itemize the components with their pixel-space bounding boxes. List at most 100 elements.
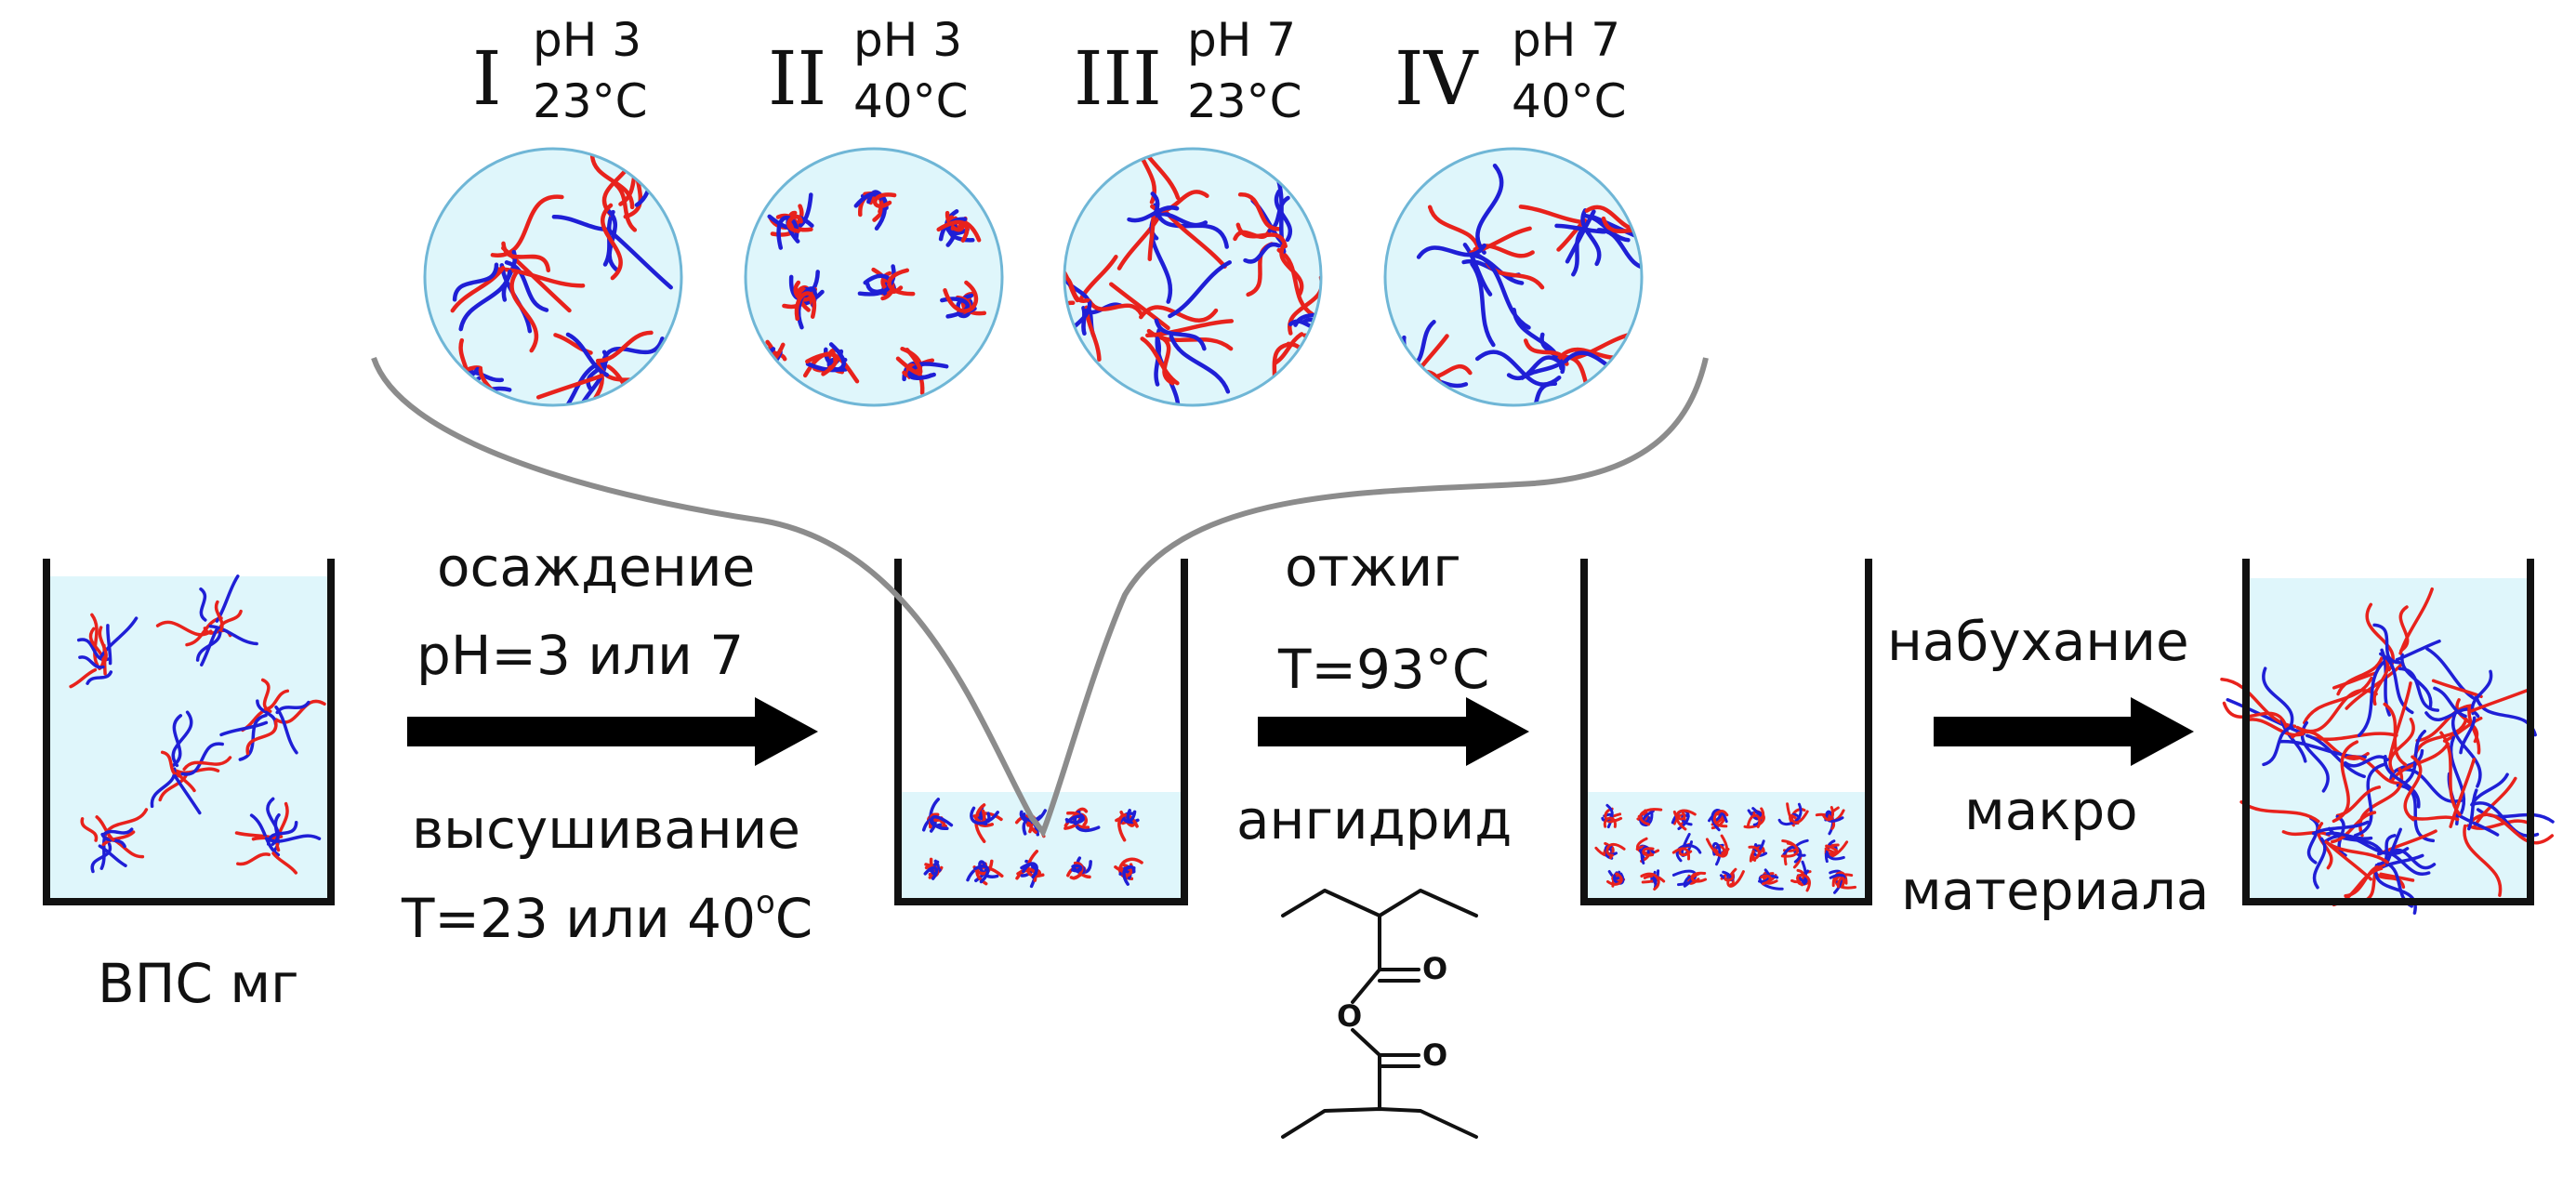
sample-ph-label: pH 3 — [533, 13, 641, 67]
step1-label-ph: pH=3 или 7 — [416, 624, 744, 687]
polymer-strand — [2463, 824, 2503, 897]
polymer-coil — [936, 209, 982, 247]
step1-label-temperature: T=23 или 40oC — [401, 884, 812, 950]
polymer-cluster-group — [921, 798, 1143, 889]
step-annealing: отжиг T=93°C ангидрид — [1236, 535, 1529, 851]
sample-temp-label: 23°C — [533, 74, 648, 128]
polymer-strand — [101, 827, 134, 838]
polymer-strand — [2442, 716, 2483, 743]
polymer-strand — [2372, 658, 2390, 706]
polymer-strand — [1642, 847, 1655, 857]
polymer-strand — [2383, 702, 2408, 767]
polymer-strand — [1711, 844, 1726, 855]
polymer-strand — [1831, 871, 1848, 888]
polymer-strand — [1140, 337, 1180, 386]
polymer-strand — [1235, 222, 1288, 249]
polymer-cluster-group — [1594, 802, 1857, 894]
beaker-outline — [43, 559, 335, 905]
polymer-coil — [1758, 868, 1784, 891]
polymer-strand — [1476, 254, 1531, 330]
polymer-strand — [1796, 873, 1811, 892]
polymer-coil — [1719, 867, 1745, 888]
polymer-strand — [1821, 806, 1834, 822]
polymer-coil — [1748, 839, 1768, 863]
polymer-coil — [923, 857, 944, 880]
bond-upper-to-oxygen — [1351, 968, 1381, 1004]
polymer-strand — [2324, 840, 2389, 865]
polymer-strand — [1427, 205, 1481, 251]
polymer-strand — [2398, 587, 2434, 655]
polymer-strand — [565, 332, 610, 377]
polymer-strand — [967, 371, 986, 382]
step3-label-swelling: набухание — [1887, 610, 2189, 673]
polymer-strand — [2345, 661, 2405, 710]
polymer-coil — [1777, 802, 1809, 827]
polymer-coil — [1015, 850, 1045, 889]
sample-headers: I pH 3 23°C II pH 3 40°C III pH 7 23°C I… — [472, 13, 1627, 128]
polymer-strand — [923, 865, 939, 880]
polymer-strand — [1169, 334, 1231, 394]
polymer-strand — [1580, 208, 1602, 267]
magnified-circle-1 — [423, 147, 683, 407]
sample-header-2: II pH 3 40°C — [768, 13, 969, 128]
polymer-strand — [1596, 228, 1642, 271]
polymer-strand — [978, 369, 996, 379]
polymer-coil — [802, 342, 860, 384]
polymer-strand — [1711, 808, 1728, 832]
polymer-strand — [2468, 687, 2533, 713]
polymer-strand — [2295, 688, 2378, 733]
polymer-coil — [1114, 857, 1143, 886]
polymer-strand — [1154, 318, 1207, 351]
polymer-strand — [78, 655, 105, 669]
polymer-coil — [2332, 587, 2441, 737]
polymer-strand — [2344, 755, 2389, 768]
right-arrow-icon — [1934, 697, 2194, 766]
polymer-cluster-group — [1064, 149, 1321, 405]
polymer-strand — [2387, 681, 2412, 761]
sample-temp-label: 40°C — [1512, 74, 1627, 128]
polymer-strand — [1151, 212, 1209, 228]
solution-circle — [425, 149, 681, 405]
polymer-strand — [467, 376, 485, 405]
polymer-strand — [2323, 834, 2410, 856]
polymer-strand — [1127, 205, 1180, 223]
polymer-strand — [965, 366, 994, 385]
polymer-strand — [249, 813, 281, 857]
polymer-strand — [1605, 842, 1626, 857]
polymer-strand — [199, 587, 207, 622]
polymer-strand — [451, 369, 474, 404]
beaker-dried-film — [894, 559, 1188, 905]
magnified-circle-3 — [1063, 147, 1323, 407]
polymer-coil — [219, 678, 326, 761]
polymer-coil — [1233, 179, 1314, 317]
polymer-strand — [208, 624, 258, 646]
polymer-strand — [1758, 874, 1784, 891]
polymer-strand — [786, 214, 803, 233]
step3-label-material: материала — [1901, 859, 2209, 922]
polymer-strand — [1109, 282, 1170, 331]
polymer-strand — [1116, 214, 1162, 271]
polymer-strand — [1139, 305, 1219, 323]
polymer-strand — [2353, 762, 2386, 838]
polymer-strand — [1158, 335, 1175, 386]
polymer-strand — [973, 865, 990, 884]
polymer-strand — [463, 373, 476, 405]
polymer-strand — [1824, 844, 1839, 854]
polymer-coil — [69, 613, 139, 689]
polymer-strand — [175, 770, 196, 793]
polymer-strand — [887, 268, 916, 297]
polymer-strand — [1834, 873, 1857, 890]
polymer-strand — [546, 360, 603, 405]
polymer-coil — [1790, 860, 1812, 892]
step1-temp-unit: C — [775, 887, 813, 950]
polymer-strand — [1523, 338, 1569, 366]
step-swelling: набухание макро материала — [1887, 610, 2209, 922]
polymer-strand — [1064, 273, 1090, 303]
polymer-strand — [182, 756, 232, 772]
polymer-strand — [2384, 755, 2421, 809]
sample-header-1: I pH 3 23°C — [472, 13, 648, 128]
polymer-strand — [1273, 332, 1304, 365]
polymer-strand — [195, 629, 222, 662]
beaker-swollen — [2220, 559, 2555, 915]
